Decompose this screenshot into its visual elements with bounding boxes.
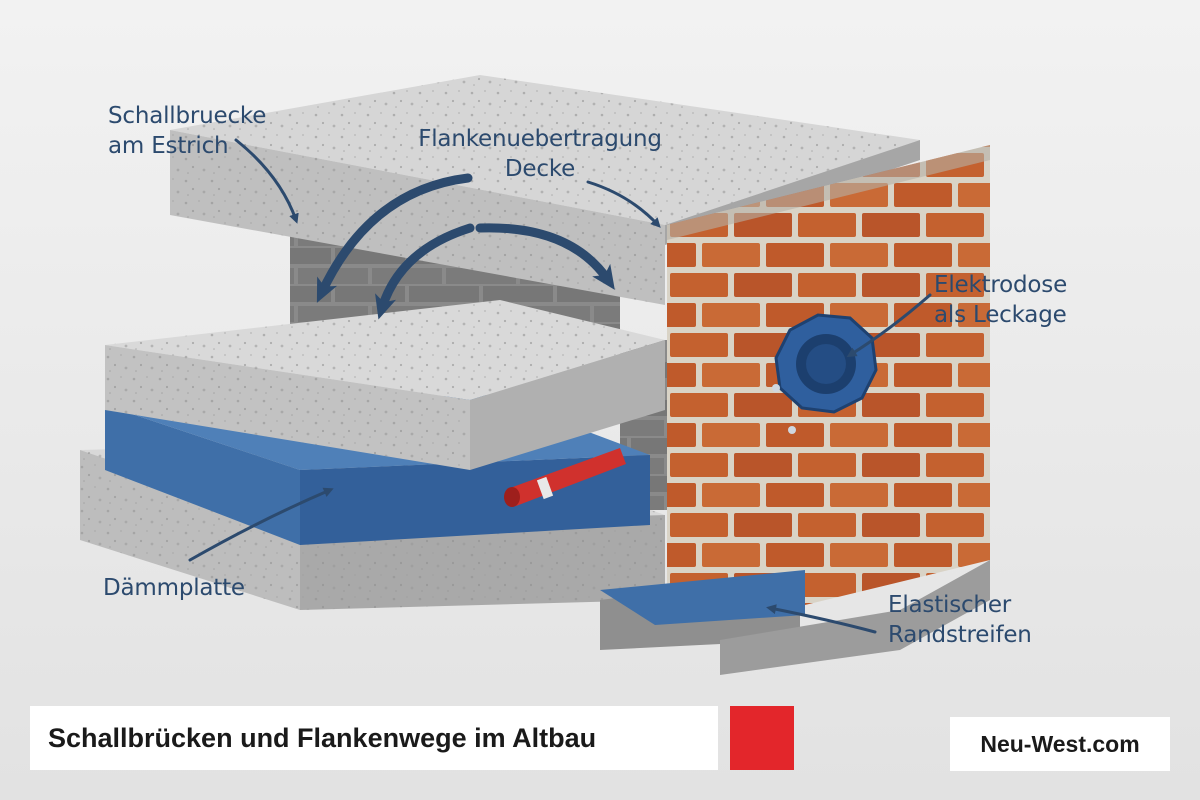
label-line: Decke xyxy=(404,154,676,184)
label-line: Flankenuebertragung xyxy=(404,124,676,154)
label-line: Elektrodose xyxy=(934,270,1067,300)
label-flankenuebertragung: Flankenuebertragung Decke xyxy=(404,124,676,184)
label-line: als Leckage xyxy=(934,300,1067,330)
footer-title: Schallbrücken und Flankenwege im Altbau xyxy=(48,722,596,754)
label-line: Elastischer xyxy=(888,590,1032,620)
site-box: Neu-West.com xyxy=(950,717,1170,771)
label-line: Randstreifen xyxy=(888,620,1032,650)
label-schallbruecke: Schallbruecke am Estrich xyxy=(108,101,266,161)
label-daemmplatte: Dämmplatte xyxy=(103,573,245,603)
label-line: Schallbruecke xyxy=(108,101,266,131)
site-name: Neu-West.com xyxy=(950,729,1170,759)
label-line: am Estrich xyxy=(108,131,266,161)
brand-logo xyxy=(730,706,794,770)
label-elektrodose: Elektrodose als Leckage xyxy=(934,270,1067,330)
label-randstreifen: Elastischer Randstreifen xyxy=(888,590,1032,650)
footer-title-box: Schallbrücken und Flankenwege im Altbau xyxy=(30,706,718,770)
label-line: Dämmplatte xyxy=(103,573,245,603)
